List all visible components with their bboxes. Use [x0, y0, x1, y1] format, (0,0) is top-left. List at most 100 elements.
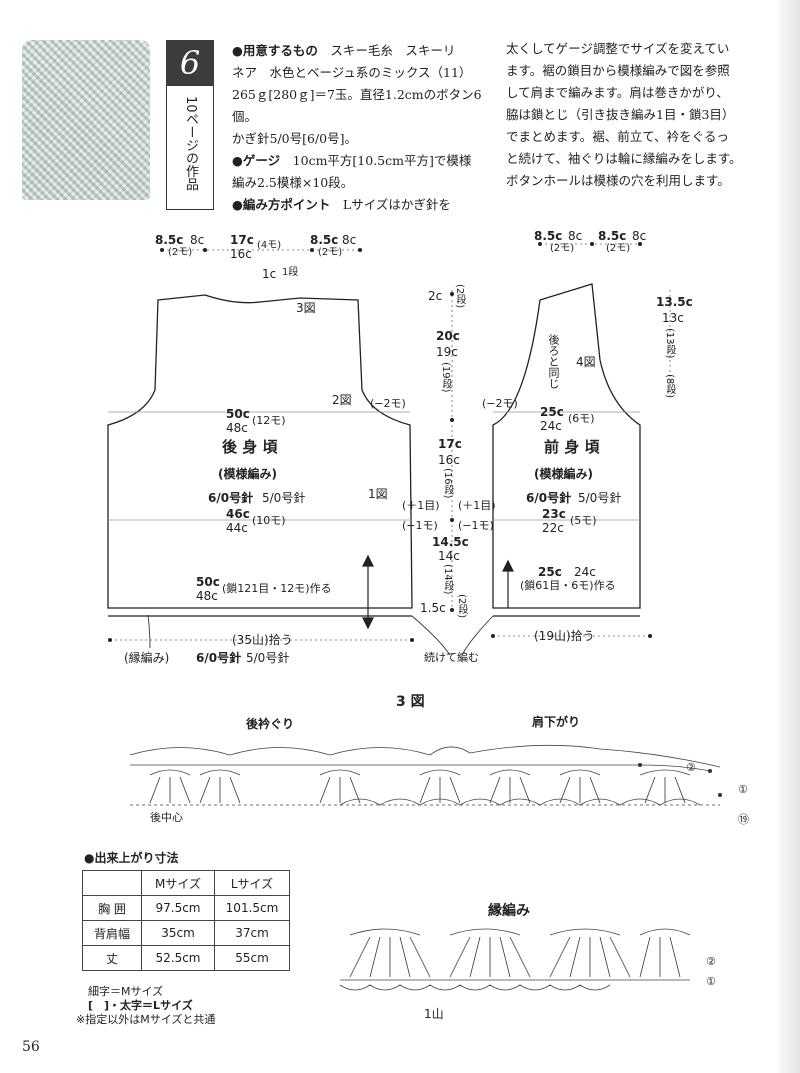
neck-b: 1段	[282, 267, 299, 278]
edge-hook: 6/0号針	[196, 651, 242, 665]
back-w2b: 44c	[226, 521, 248, 535]
back-w3m: (鎖121目・12モ)作る	[222, 582, 332, 595]
front-w2: 23c	[542, 507, 566, 521]
dim-top-c2: 8c	[342, 233, 357, 247]
edge-label: (縁編み)	[124, 651, 170, 665]
back-w3: 50c	[196, 575, 220, 589]
mid-a: 2c	[428, 289, 443, 303]
edging-unit: 1山	[424, 1007, 444, 1021]
finish-table: Mサイズ Lサイズ 胸 囲 97.5cm 101.5cm 背肩幅 35cm 37…	[82, 870, 290, 971]
back-w1m: (12モ)	[252, 414, 286, 427]
pattern-number: 6	[166, 40, 214, 86]
intro-line: ●編み方ポイント Lサイズはかぎ針を	[232, 194, 502, 216]
front-w2b: 22c	[542, 521, 564, 535]
front-side3: (13段)	[664, 328, 675, 359]
mid-b3: (19段)	[440, 362, 451, 393]
fig3-shoulder: 肩下がり	[532, 715, 581, 729]
back-hook: 6/0号針	[208, 491, 254, 505]
intro-text: 10cm平方[10.5cm平方]で模様	[280, 153, 472, 168]
dim-top-b: 17c	[230, 233, 254, 247]
mid-p4: (−1モ)	[458, 519, 494, 532]
mid-p2: (−1モ)	[402, 519, 438, 532]
fig3-r19: ⑲	[738, 813, 749, 826]
table-header-cell	[82, 870, 142, 896]
edge-hook2: 5/0号針	[246, 651, 290, 665]
front-top-b2: 8c	[632, 229, 647, 243]
dim-top-b2: 16c	[230, 247, 252, 261]
front-title: 前 身 頃	[544, 438, 600, 456]
mid-d: 14.5c	[432, 535, 469, 549]
mid-p1: (＋1目)	[402, 499, 440, 512]
front-same: 後ろと同じ	[547, 334, 560, 389]
intro-line: でまとめます。裾、前立て、衿をぐるっ	[506, 129, 729, 144]
intro-heading: ●用意するもの	[232, 43, 318, 58]
fig3-r2: ②	[686, 761, 696, 774]
finish-title: ●出来上がり寸法	[84, 851, 179, 865]
front-w1m: (6モ)	[568, 412, 595, 425]
front-w3a: 24c	[574, 565, 596, 579]
back-zu1: 1図	[368, 487, 388, 501]
intro-line: して肩まで編みます。肩は巻きかがり、	[506, 85, 729, 100]
back-w2: 46c	[226, 507, 250, 521]
mid-a2: (2段)	[454, 284, 465, 309]
back-title: 後 身 頃	[222, 438, 278, 456]
table-cell: 97.5cm	[141, 895, 215, 921]
continue-label: 続けて編む	[424, 651, 479, 664]
page-ref-box: 10ページの作品	[166, 86, 214, 210]
edging-title: 縁編み	[488, 903, 530, 919]
front-sub: (模様編み)	[534, 467, 593, 481]
front-side2: 13c	[662, 311, 684, 325]
front-w3: 25c	[538, 565, 562, 579]
table-cell: 胸 囲	[82, 895, 142, 921]
mid-b: 20c	[436, 329, 460, 343]
mid-e2: (2段)	[456, 594, 467, 619]
page-ref: 10ページの作品	[183, 96, 198, 191]
intro-left: ●用意するもの スキー毛糸 スキーリネア 水色とベージュ系のミックス（11） 26…	[232, 40, 502, 216]
back-dec: (−2モ)	[370, 397, 406, 410]
page-number: 56	[22, 1039, 40, 1055]
front-hook: 6/0号針	[526, 491, 572, 505]
fig3-collar: 後衿ぐり	[246, 717, 295, 731]
table-cell: 55cm	[214, 945, 290, 971]
intro-right: 太くしてゲージ調整でサイズを変えています。裾の鎖目から模様編みで図を参照して肩ま…	[506, 38, 768, 192]
dim-top-a: 8.5c	[155, 233, 184, 247]
intro-line: ボタンホールは模様の穴を利用します。	[506, 173, 730, 188]
book-spine-shadow	[776, 0, 800, 1073]
note-1: 細字＝Mサイズ	[88, 985, 164, 998]
front-body-outline	[492, 283, 641, 609]
table-cell: 101.5cm	[214, 895, 290, 921]
front-zu4: 4図	[576, 355, 596, 369]
intro-line: ●用意するもの スキー毛糸 スキーリ	[232, 40, 502, 62]
front-w3b: (鎖61目・6モ)作る	[520, 579, 616, 592]
front-pick: (19山)拾う	[534, 629, 595, 643]
back-pick: (35山)拾う	[232, 633, 293, 647]
front-w1b: 24c	[540, 419, 562, 433]
fig3-title: 3 図	[396, 694, 425, 710]
mid-p3: (＋1目)	[458, 499, 496, 512]
intro-heading: ●ゲージ	[232, 153, 281, 168]
table-row: 丈 52.5cm 55cm	[82, 945, 290, 971]
intro-text: かぎ針5/0号[6/0号]。	[232, 131, 357, 146]
back-zu3: 3図	[296, 301, 316, 315]
back-body-outline	[107, 294, 413, 609]
dim-top-b3: (4モ)	[257, 240, 282, 251]
intro-line: ます。裾の鎖目から模様編みで図を参照	[506, 63, 730, 78]
intro-text: ネア 水色とベージュ系のミックス（11）	[232, 65, 472, 80]
front-top-m1: (2モ)	[550, 243, 575, 254]
back-w1: 50c	[226, 407, 250, 421]
vest-photo	[22, 40, 150, 200]
table-cell: 丈	[82, 945, 142, 971]
intro-line: かぎ針5/0号[6/0号]。	[232, 128, 502, 150]
intro-line: 編み2.5模様×10段。	[232, 172, 502, 194]
front-hook2: 5/0号針	[578, 491, 622, 505]
intro-text: 編み2.5模様×10段。	[232, 175, 354, 190]
front-top-b: 8.5c	[598, 229, 627, 243]
back-sub: (模様編み)	[218, 467, 277, 481]
intro-text: スキー毛糸 スキーリ	[317, 43, 456, 58]
intro-text: Lサイズはかぎ針を	[330, 197, 451, 212]
table-cell: 背肩幅	[82, 920, 142, 946]
schematic-diagram	[107, 242, 671, 656]
back-w1b: 48c	[226, 421, 248, 435]
intro-text: 265ｇ[280ｇ]＝7玉。直径1.2cmのボタン6個。	[232, 87, 482, 124]
mid-c2: 16c	[438, 453, 460, 467]
